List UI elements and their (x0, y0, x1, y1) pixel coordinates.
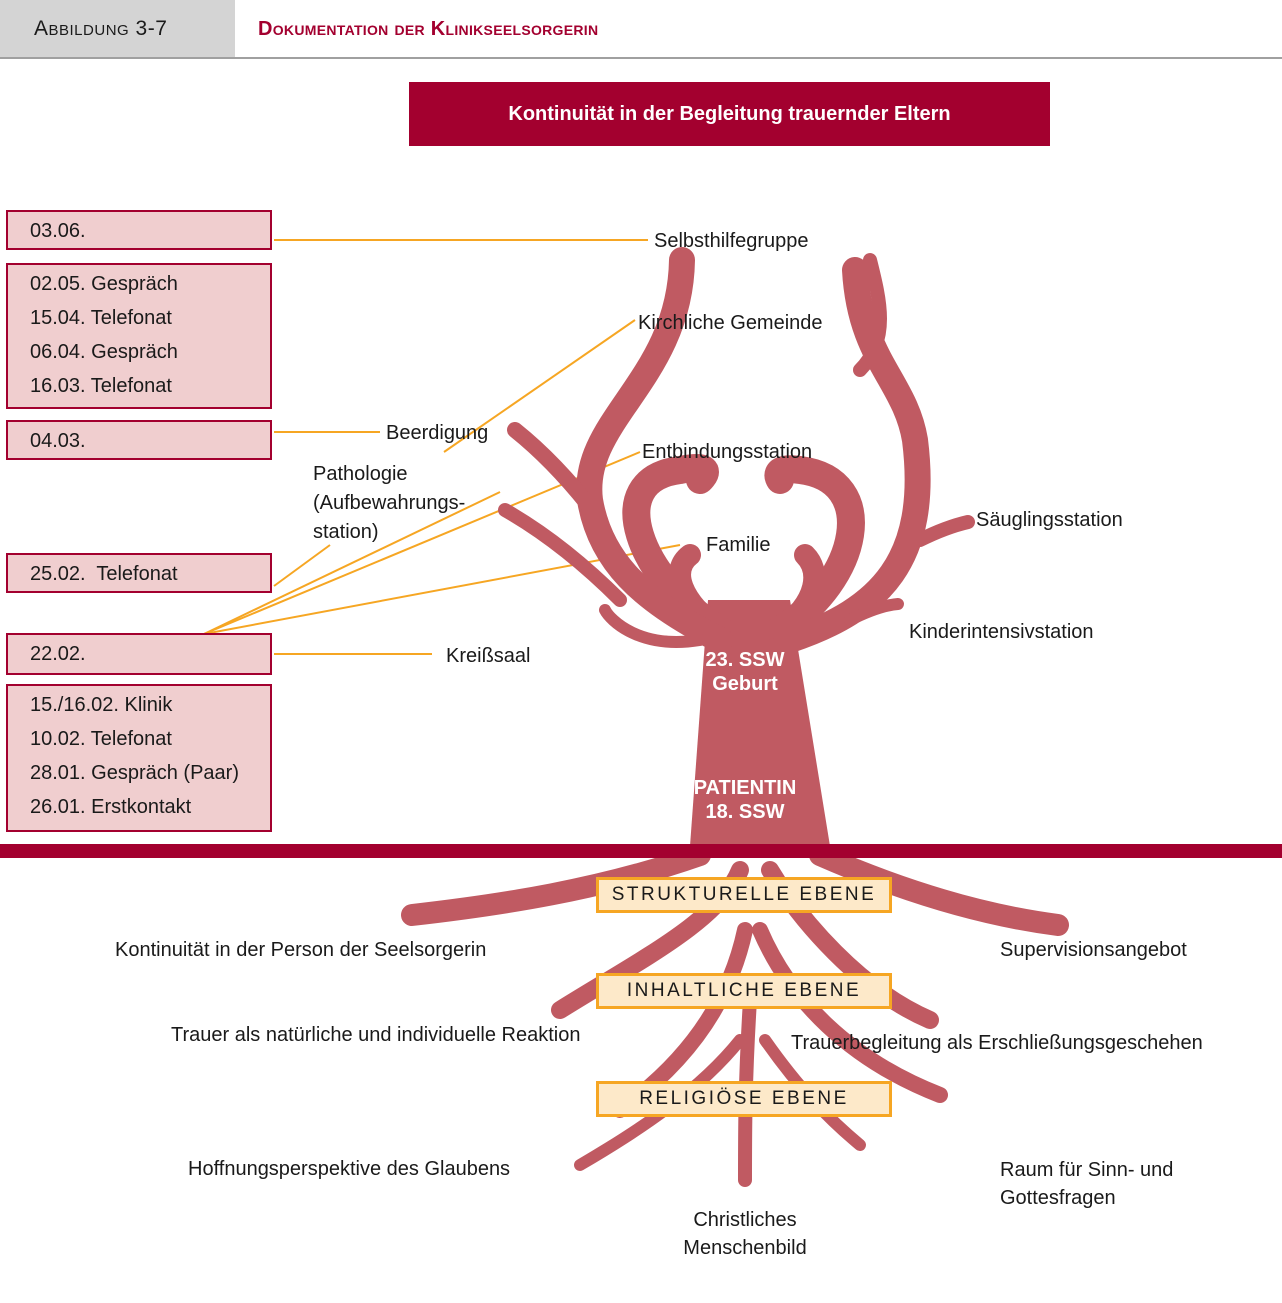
trunk-line: PATIENTIN (693, 777, 797, 799)
date-entry: 25.02. Telefonat (30, 563, 178, 585)
branch-label-pathologie: Pathologie (Aufbewahrungs- station) (313, 460, 465, 547)
tree-root (809, 844, 1069, 936)
date-entry: 16.03. Telefonat (30, 375, 172, 397)
branch-label-saeuglingsstation: Säuglingsstation (976, 509, 1123, 531)
branch-label-kreisssaal: Kreißsaal (446, 645, 531, 667)
pathologie-line: Pathologie (313, 463, 408, 485)
date-entry: 04.03. (30, 430, 86, 452)
trunk-line: 23. SSW (705, 649, 785, 671)
tree-branch (622, 454, 734, 644)
level-box-inhaltlich: INHALTLICHE EBENE (596, 973, 892, 1009)
branch-label-familie: Familie (706, 534, 771, 556)
root-label-kontinuitaet: Kontinuität in der Person der Seelsorger… (115, 939, 487, 961)
menschenbild-line: Menschenbild (683, 1237, 807, 1259)
figure-label: Abbildung 3-7 (0, 0, 235, 58)
root-label-menschenbild: Christliches Menschenbild (678, 1206, 812, 1262)
connector-line (203, 491, 501, 635)
connector-line (443, 319, 636, 453)
trunk-label-birth: 23. SSW Geburt (690, 648, 800, 696)
date-entry: 03.06. (30, 220, 86, 242)
connector-line (273, 544, 331, 587)
date-entry: 15.04. Telefonat (30, 307, 172, 329)
raum-line: Raum für Sinn- und (1000, 1159, 1174, 1181)
root-label-raum: Raum für Sinn- und Gottesfragen (1000, 1156, 1173, 1212)
date-entry: 10.02. Telefonat (30, 728, 172, 750)
tree-trunk (690, 600, 830, 846)
trunk-line: Geburt (712, 673, 778, 695)
date-entry: 06.04. Gespräch (30, 341, 178, 363)
figure-title: Dokumentation der Klinikseelsorgerin (258, 17, 599, 40)
tree-branch (853, 253, 887, 377)
date-box: 04.03. (6, 420, 272, 460)
level-box-religioes: RELIGIÖSE EBENE (596, 1081, 892, 1117)
menschenbild-line: Christliches (693, 1209, 797, 1231)
branch-label-beerdigung: Beerdigung (386, 422, 489, 444)
tree-branch (576, 247, 733, 653)
tree-branch (764, 455, 865, 644)
raum-line: Gottesfragen (1000, 1187, 1116, 1209)
pathologie-line: station) (313, 521, 379, 543)
tree-branch (913, 515, 975, 547)
root-label-erschliessung: Trauerbegleitung als Erschließungsgesche… (791, 1032, 1203, 1054)
date-entry: 28.01. Gespräch (Paar) (30, 762, 239, 784)
branch-label-selbsthilfegruppe: Selbsthilfegruppe (654, 230, 809, 252)
date-box: 25.02. Telefonat (6, 553, 272, 593)
branch-label-kirchliche-gemeinde: Kirchliche Gemeinde (638, 312, 823, 334)
tree-branch (844, 598, 904, 626)
date-entry: 22.02. (30, 643, 86, 665)
date-box: 03.06. (6, 210, 272, 250)
date-box: 22.02. (6, 633, 272, 675)
pathologie-line: (Aufbewahrungs- (313, 492, 466, 514)
tree-branch (769, 544, 826, 641)
date-entry: 15./16.02. Klinik (30, 694, 173, 716)
date-entry: 26.01. Erstkontakt (30, 796, 192, 818)
date-box: 15./16.02. Klinik 10.02. Telefonat 28.01… (6, 684, 272, 832)
tree-root (401, 844, 711, 926)
branch-label-kinderintensivstation: Kinderintensivstation (909, 621, 1094, 643)
tree-root (752, 922, 948, 1103)
header-rule (0, 57, 1282, 59)
date-entry: 02.05. Gespräch (30, 273, 178, 295)
root-label-hoffnung: Hoffnungsperspektive des Glaubens (188, 1158, 511, 1180)
tree-branch (507, 422, 608, 528)
root-label-trauer: Trauer als natürliche und individuelle R… (171, 1024, 581, 1046)
date-box: 02.05. Gespräch 15.04. Telefonat 06.04. … (6, 263, 272, 409)
ground-line (0, 844, 1282, 858)
root-label-supervision: Supervisionsangebot (1000, 939, 1187, 961)
level-box-strukturell: STRUKTURELLE EBENE (596, 877, 892, 913)
trunk-line: 18. SSW (705, 801, 785, 823)
trunk-label-patient: PATIENTIN 18. SSW (680, 776, 810, 824)
branch-label-entbindungsstation: Entbindungsstation (642, 441, 813, 463)
tree-branch (599, 604, 706, 648)
tree-branch (498, 503, 627, 607)
diagram-banner: Kontinuität in der Begleitung trauernder… (409, 82, 1050, 146)
